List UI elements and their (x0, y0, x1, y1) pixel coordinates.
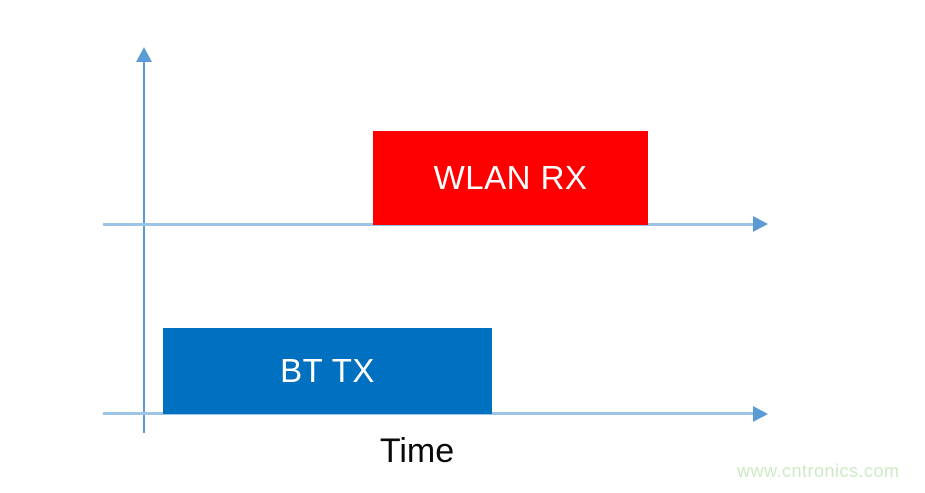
x-axis-label: Time (379, 432, 455, 470)
bt-timeline-arrow-icon (753, 406, 768, 422)
wlan-timeline-arrow-icon (753, 216, 768, 232)
bt-tx-block: BT TX (163, 328, 492, 414)
y-axis-line (143, 61, 145, 433)
watermark-text: www.cntronics.com (737, 461, 900, 481)
wlan-rx-label: WLAN RX (433, 159, 588, 196)
wlan-rx-block: WLAN RX (373, 131, 648, 225)
bt-tx-label: BT TX (280, 352, 375, 389)
y-axis-arrow-icon (136, 47, 152, 62)
